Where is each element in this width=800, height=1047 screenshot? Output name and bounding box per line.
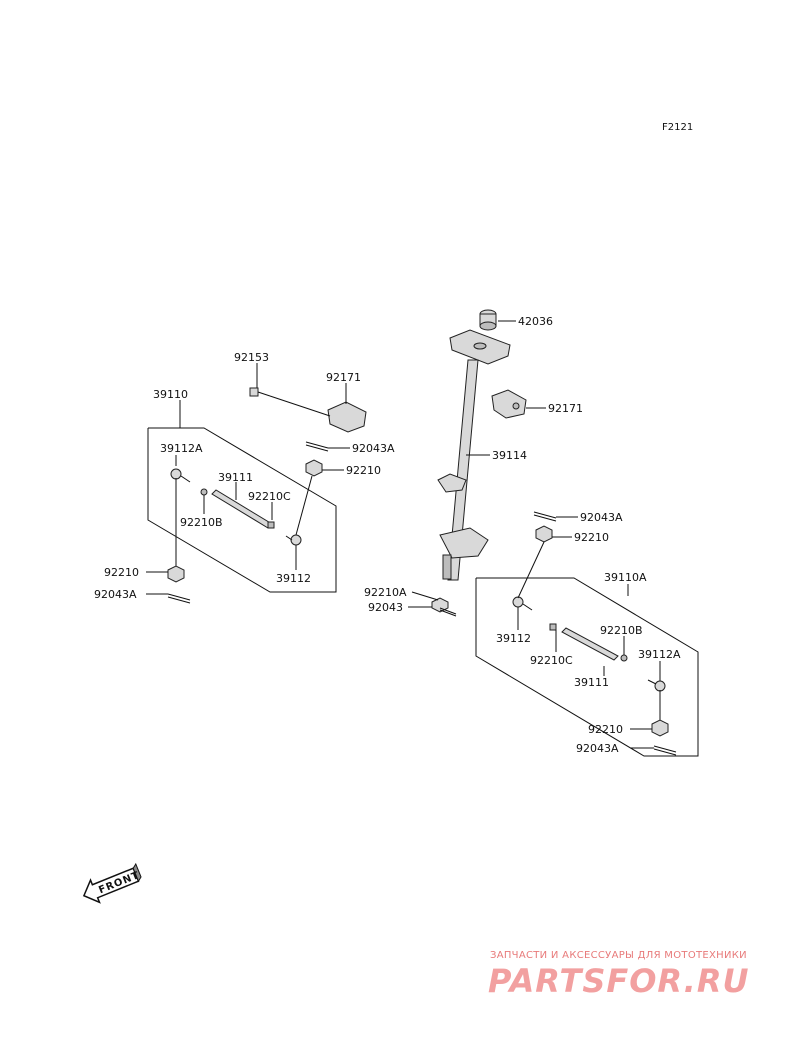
label-92043A-right: 92043A — [576, 742, 619, 755]
label-92043A-left: 92043A — [94, 588, 137, 601]
diagram-code: F2121 — [662, 122, 693, 133]
label-39112-right: 39112 — [496, 632, 531, 645]
label-92210C-left: 92210C — [248, 490, 291, 503]
tie-rod-right-outline — [475, 577, 699, 757]
label-92043A-top: 92043A — [352, 442, 395, 455]
bolt-and-clamp — [249, 387, 367, 477]
watermark-subtitle: ЗАПЧАСТИ И АКСЕССУАРЫ ДЛЯ МОТОТЕХНИКИ — [490, 950, 747, 961]
label-39111-right: 39111 — [574, 676, 609, 689]
label-39111-left: 39111 — [218, 471, 253, 484]
label-39112-left: 39112 — [276, 572, 311, 585]
label-92171-left: 92171 — [326, 371, 361, 384]
label-39110A: 39110A — [604, 571, 647, 584]
label-92210-top: 92210 — [346, 464, 381, 477]
label-39110: 39110 — [153, 388, 188, 401]
label-92210B-left: 92210B — [180, 516, 223, 529]
label-92210B-right: 92210B — [600, 624, 643, 637]
label-92210C-right: 92210C — [530, 654, 573, 667]
label-42036: 42036 — [518, 315, 553, 328]
label-92171-right: 92171 — [548, 402, 583, 415]
tie-rod-right — [512, 511, 677, 756]
front-arrow-icon: FRONT — [82, 862, 142, 904]
label-92210A: 92210A — [364, 586, 407, 599]
label-92043A-mid: 92043A — [580, 511, 623, 524]
tie-rod-left-outline — [147, 427, 337, 593]
steering-shaft-assembly — [431, 309, 527, 617]
label-92210-right: 92210 — [588, 723, 623, 736]
label-39112A-right: 39112A — [638, 648, 681, 661]
label-39112A-left: 39112A — [160, 442, 203, 455]
label-92153: 92153 — [234, 351, 269, 364]
label-92210-left: 92210 — [104, 566, 139, 579]
label-92043: 92043 — [368, 601, 403, 614]
label-92210-mid: 92210 — [574, 531, 609, 544]
watermark-logo: PARTSFOR.RU — [488, 962, 750, 1000]
label-39114: 39114 — [492, 449, 527, 462]
